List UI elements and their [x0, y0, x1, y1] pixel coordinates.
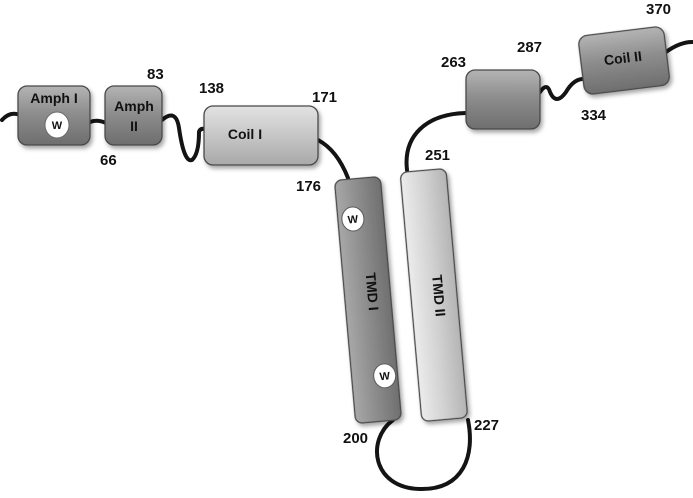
residue-227: 227: [474, 417, 499, 434]
residue-83: 83: [147, 66, 164, 83]
residue-66: 66: [100, 152, 117, 169]
residue-171: 171: [312, 89, 337, 106]
residue-176: 176: [296, 178, 321, 195]
residue-287: 287: [517, 39, 542, 56]
tmd1-label: TMD I: [363, 272, 382, 311]
coil2-domain: Coil II: [578, 26, 670, 95]
tmd2-label: TMD II: [429, 274, 449, 317]
tryptophan-marker-amph1: [44, 111, 70, 139]
residue-334: 334: [581, 107, 607, 124]
tmd1-w-bottom-label: W: [379, 370, 391, 383]
coil1-label: Coil I: [228, 126, 262, 142]
amph1-label: Amph I: [30, 90, 77, 106]
residue-138: 138: [199, 80, 224, 97]
tryptophan-marker-tmd1-top: [341, 206, 365, 232]
chain-amph1-amph2-linker: [88, 118, 108, 125]
tmd1-w-top-label: W: [347, 214, 359, 227]
chain-263-coil2-linker: [538, 77, 584, 101]
chain-coil1-tmd1-linker: [316, 138, 350, 180]
amph2-label-line2: II: [130, 118, 138, 134]
chain-n-terminus: [0, 111, 22, 122]
chain-tmd2-263-linker: [404, 111, 468, 172]
residue-263: 263: [441, 54, 466, 71]
amph1-w-label: W: [52, 120, 63, 132]
tmd1-domain: W W TMD I: [334, 176, 402, 424]
amph1-domain: Amph I W: [17, 85, 91, 146]
amph2-domain: Amph II: [104, 85, 163, 146]
coil2-label: Coil II: [603, 48, 643, 69]
chain-tmd1-tmd2-loop: [375, 418, 472, 492]
coil1-domain: Coil I: [203, 105, 319, 166]
tryptophan-marker-tmd1-bottom: [373, 363, 397, 389]
domain-263-287: [465, 69, 541, 130]
residue-200: 200: [343, 430, 368, 447]
residue-370: 370: [646, 1, 671, 18]
chain-amph2-coil1-linker: [160, 113, 207, 163]
polypeptide-chain: [0, 40, 693, 492]
residue-number-labels: 66 83 138 171 176 200 227 251 263 287 33…: [100, 1, 671, 447]
amph2-label-line1: Amph: [114, 98, 154, 114]
residue-251: 251: [425, 147, 450, 164]
tmd2-domain: TMD II: [400, 168, 468, 422]
chain-c-terminus: [664, 40, 693, 54]
